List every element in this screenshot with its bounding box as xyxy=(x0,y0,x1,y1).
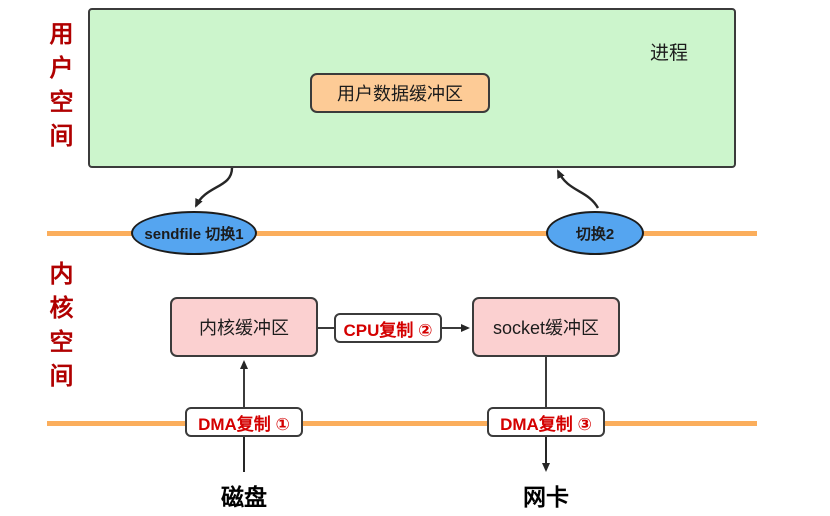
side-label-kernel-space: 内 核 空 间 xyxy=(49,261,75,390)
user-data-buffer-label: 用户数据缓冲区 xyxy=(337,84,463,104)
switch1-ellipse[interactable]: sendfile 切换1 xyxy=(131,211,257,255)
dma-copy-1-label: DMA复制 ① xyxy=(198,414,290,434)
cpu-copy-label: CPU复制 ② xyxy=(343,320,433,340)
dma-copy-1-box[interactable]: DMA复制 ① xyxy=(185,407,303,437)
cpu-copy-box[interactable]: CPU复制 ② xyxy=(334,313,442,343)
dma-copy-3-box[interactable]: DMA复制 ③ xyxy=(487,407,605,437)
socket-buffer-label: socket缓冲区 xyxy=(492,318,600,338)
user-kernel-boundary-line xyxy=(47,231,757,236)
kernel-buffer-label: 内核缓冲区 xyxy=(199,318,289,338)
dma-copy-3-label: DMA复制 ③ xyxy=(500,414,592,434)
switch2-label: 切换2 xyxy=(575,225,615,243)
switch2-ellipse[interactable]: 切换2 xyxy=(546,211,644,255)
kernel-hardware-boundary-line xyxy=(47,421,757,426)
side-label-user-space: 用 户 空 间 xyxy=(49,21,75,150)
kernel-buffer-box[interactable]: 内核缓冲区 xyxy=(170,297,318,357)
switch1-label: sendfile 切换1 xyxy=(144,225,244,243)
socket-buffer-box[interactable]: socket缓冲区 xyxy=(472,297,620,357)
disk-label: 磁盘 xyxy=(221,484,267,510)
switch1-arrow xyxy=(194,167,234,208)
process-label: 进程 xyxy=(650,43,689,64)
switch2-arrow xyxy=(556,169,600,209)
nic-label: 网卡 xyxy=(523,484,569,510)
user-data-buffer-box[interactable]: 用户数据缓冲区 xyxy=(310,73,490,113)
